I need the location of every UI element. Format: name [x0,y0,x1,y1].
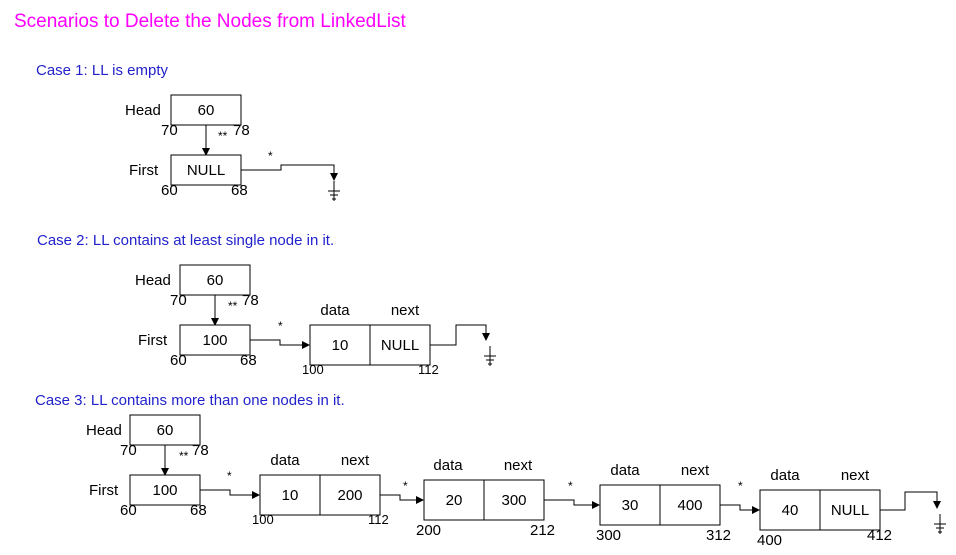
case2-node-data-label: data [320,302,350,319]
case3-node1-mark: * [403,479,408,493]
diagram-title: Scenarios to Delete the Nodes from Linke… [14,11,407,32]
case3-node3-mark: * [738,479,743,493]
case2-head-value: 60 [207,272,224,289]
case3-head-mark: ** [179,449,189,463]
case3-node-2: data next 20 300 200 212 * [416,457,573,539]
case3-head-label: Head [86,422,122,439]
case2-head-addr-end: 78 [242,292,259,309]
case2-node: data next 10 NULL 100 112 [302,302,439,377]
case3-first-addr-start: 60 [120,502,137,519]
case1-head-label: Head [125,102,161,119]
case2-node-data-value: 10 [332,337,349,354]
case2-node-data-cell [309,324,371,366]
case3-node-3: data next 30 400 300 312 * [596,462,743,544]
case3-ground-icon [934,514,946,534]
case3-node2-addr-end: 212 [530,522,555,539]
case3-node4-data-value: 40 [782,502,799,519]
case3-node2-data-cell [423,479,485,521]
case2-node-next-cell [369,324,431,366]
case3-node4-addr-end: 412 [867,527,892,544]
case3-node3-data-cell [599,484,661,526]
case2-first-value: 100 [202,332,227,349]
case1-head-addr-end: 78 [233,122,250,139]
case1-first-value: NULL [187,162,225,179]
case2-node-to-null-arrow [430,324,490,346]
case3-first-label: First [89,482,119,499]
case2-first-mark: * [278,319,283,333]
case2-first-box [179,324,251,356]
case3-node3-addr-start: 300 [596,527,621,544]
case1-head-value: 60 [198,102,215,119]
case1-heading: Case 1: LL is empty [36,62,169,79]
case3-node1-data-label: data [270,452,300,469]
case3-first-to-node1-arrow [200,489,260,499]
case2-first-label: First [138,332,168,349]
case3-node1-addr-start: 100 [252,512,274,527]
case3-node3-next-value: 400 [677,497,702,514]
case2-node-addr-end: 112 [418,362,439,377]
case3-node4-addr-start: 400 [757,532,782,549]
case2-first-addr-end: 68 [240,352,257,369]
case3-head-addr-start: 70 [120,442,137,459]
case3-node4-next-value: NULL [831,502,869,519]
case2-heading: Case 2: LL contains at least single node… [37,232,334,249]
case3-node1-next-cell [319,474,381,516]
case3-head-box [129,414,201,446]
case3-node1-data-value: 10 [282,487,299,504]
case3-node1-addr-end: 112 [368,512,389,527]
case2-first-to-node-arrow [250,339,310,349]
case1-first-mark: * [268,149,273,163]
case3-node-4: data next 40 NULL 400 412 [757,467,892,549]
case3-node2-addr-start: 200 [416,522,441,539]
case3-first-value: 100 [152,482,177,499]
case2-first-addr-start: 60 [170,352,187,369]
case2-node-addr-start: 100 [302,362,324,377]
case3-node2-next-label: next [504,457,533,474]
case2-head-mark: ** [228,299,238,313]
case3-head-addr-end: 78 [192,442,209,459]
case1-head-addr-start: 70 [161,122,178,139]
case3-node2-data-label: data [433,457,463,474]
case3-node2-mark: * [568,479,573,493]
case3-node3-data-value: 30 [622,497,639,514]
case1-head-mark: ** [218,129,228,143]
case3-node3-next-cell [659,484,721,526]
case3-node3-next-label: next [681,462,710,479]
case1-ground-icon [328,181,340,201]
case3-node3-to-node4-arrow [720,504,760,514]
case1-first-addr-end: 68 [231,182,248,199]
case2-ground-icon [484,346,496,366]
case3-head-value: 60 [157,422,174,439]
case3-node4-to-null-arrow [880,491,941,511]
case3-node4-next-label: next [841,467,870,484]
case3-node2-to-node3-arrow [544,499,600,509]
case1-first-label: First [129,162,159,179]
case3-node2-next-cell [483,479,545,521]
case2-node-next-label: next [391,302,420,319]
case3-node-1: data next 10 200 100 112 * [252,452,408,527]
case3-node1-data-cell [259,474,321,516]
case3-node1-next-label: next [341,452,370,469]
case3-node1-next-value: 200 [337,487,362,504]
case3-node3-data-label: data [610,462,640,479]
case2-head-addr-start: 70 [170,292,187,309]
case2-head-box [179,264,251,296]
case1-first-box [170,154,242,186]
case3-node4-next-cell [819,489,881,531]
case3-node3-addr-end: 312 [706,527,731,544]
case1-head-box [170,94,242,126]
case3-node2-next-value: 300 [501,492,526,509]
case2-node-next-value: NULL [381,337,419,354]
case3-node4-data-cell [759,489,821,531]
case2-head-label: Head [135,272,171,289]
case3-node4-data-label: data [770,467,800,484]
case3-node1-to-node2-arrow [380,494,424,504]
case3-node2-data-value: 20 [446,492,463,509]
case1-first-addr-start: 60 [161,182,178,199]
case3-heading: Case 3: LL contains more than one nodes … [35,392,345,409]
case3-first-addr-end: 68 [190,502,207,519]
case3-first-mark: * [227,469,232,483]
case1-first-to-null-arrow [241,164,338,181]
